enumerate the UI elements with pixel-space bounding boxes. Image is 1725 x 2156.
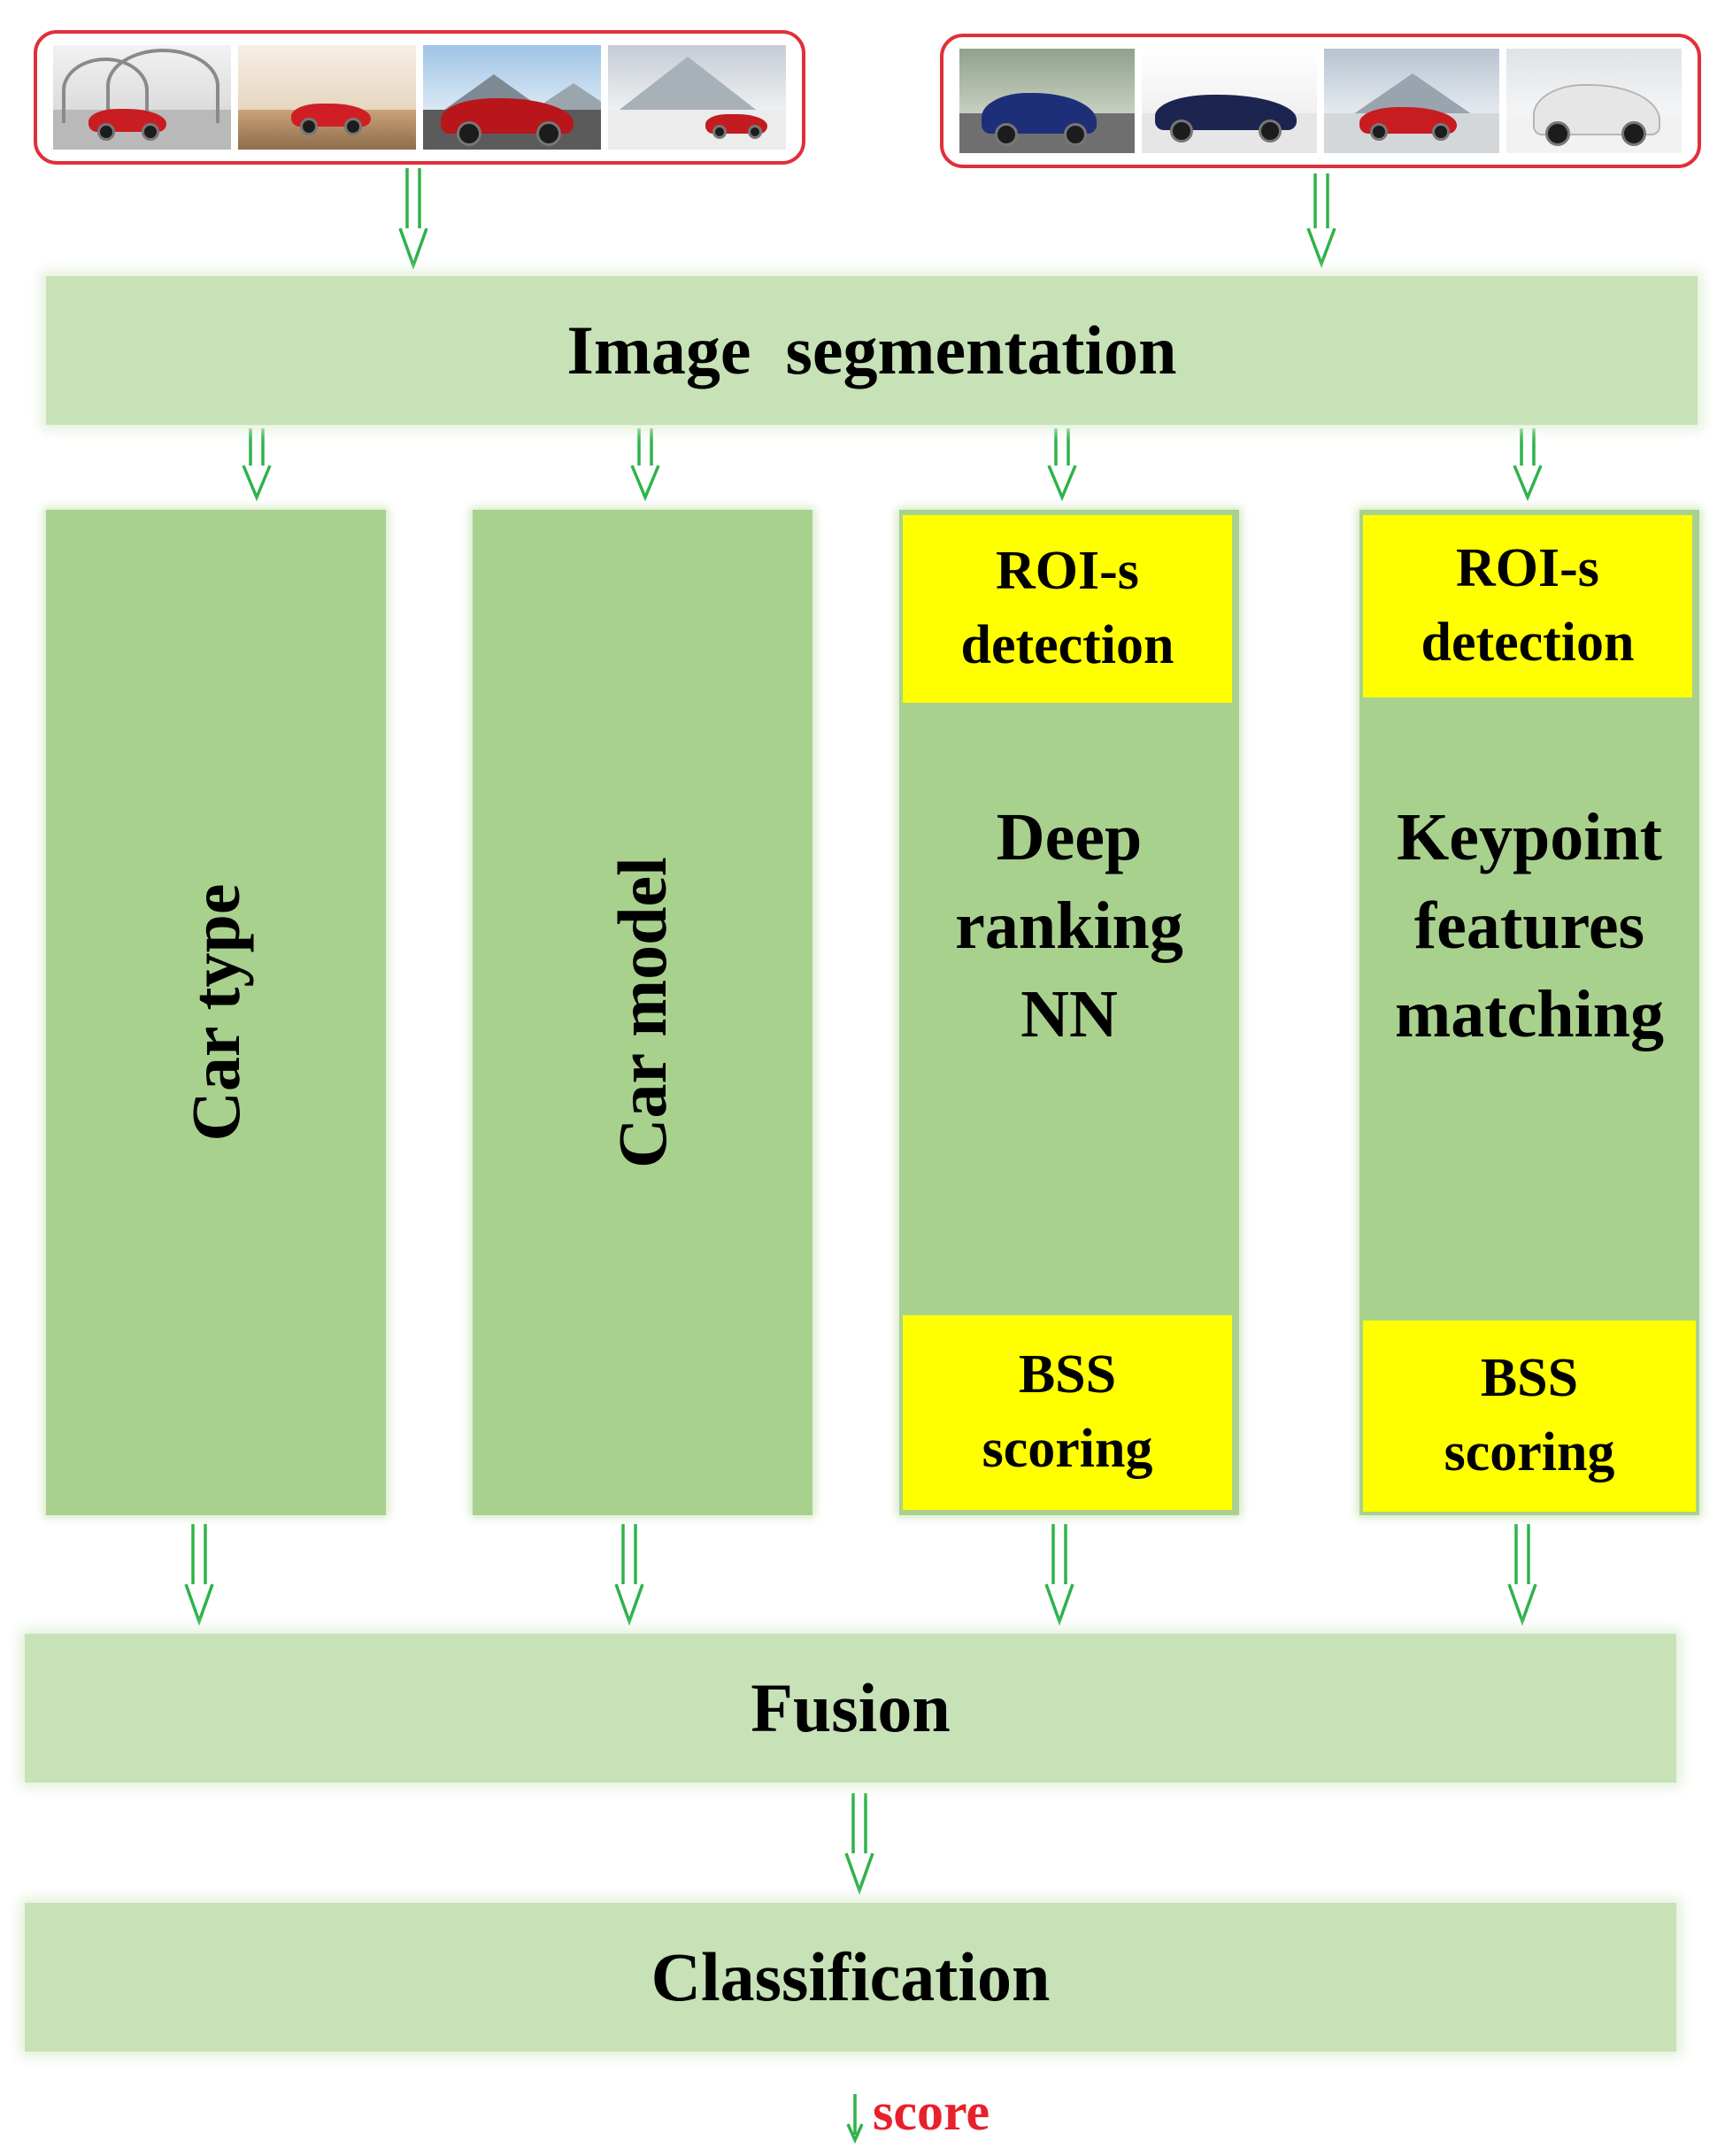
arrow-fusion-to-classification: [844, 1793, 874, 1896]
keypoint-matching-column: ROI-s detection Keypoint features matchi…: [1359, 510, 1699, 1515]
keypoint-line-2: features: [1413, 888, 1645, 963]
deep-ranking-line-1: Deep: [996, 799, 1143, 874]
keypoint-matching-block: Keypoint features matching: [1359, 775, 1699, 1076]
deep-ranking-line-3: NN: [1020, 977, 1118, 1052]
fusion-label: Fusion: [751, 1669, 951, 1746]
keypoint-line-1: Keypoint: [1397, 799, 1662, 874]
arrow-to-deep-ranking: [1047, 428, 1077, 502]
roi-detection-line-2: detection: [960, 615, 1174, 675]
bss-scoring-block: BSS scoring: [1363, 1321, 1696, 1512]
white-car-snow-image: [1506, 49, 1682, 153]
car-type-column: Car type: [46, 510, 386, 1515]
blue-car-on-road-image: [959, 49, 1135, 153]
car-on-bridge-image: [53, 45, 231, 150]
roi-detection-block: ROI-s detection: [903, 515, 1232, 703]
image-segmentation-box: Image segmentation: [46, 276, 1698, 425]
red-car-snowy-road-image: [1324, 49, 1499, 153]
roi-detection-line-2: detection: [1421, 612, 1635, 673]
deep-ranking-nn-block: Deep ranking NN: [899, 775, 1239, 1076]
classification-box: Classification: [25, 1903, 1676, 2052]
deep-ranking-line-2: ranking: [955, 888, 1183, 963]
roi-detection-block: ROI-s detection: [1363, 515, 1692, 697]
blue-car-studio-image: [1142, 49, 1317, 153]
bss-scoring-line-2: scoring: [1444, 1422, 1615, 1482]
car-in-mountains-image: [423, 45, 601, 150]
arrow-strip-left: [398, 168, 428, 271]
keypoint-line-3: matching: [1395, 977, 1664, 1052]
image-segmentation-label: Image segmentation: [566, 312, 1177, 389]
car-in-desert-image: [238, 45, 416, 150]
arrow-to-car-type: [242, 428, 272, 502]
car-model-label: Car model: [604, 857, 681, 1168]
arrow-deep-ranking-to-fusion: [1044, 1524, 1074, 1627]
deep-ranking-column: ROI-s detection Deep ranking NN BSS scor…: [899, 510, 1239, 1515]
roi-detection-line-1: ROI-s: [1456, 538, 1599, 599]
arrow-strip-right: [1306, 173, 1336, 268]
roi-detection-line-1: ROI-s: [996, 541, 1139, 602]
fusion-box: Fusion: [25, 1634, 1676, 1783]
score-output-label: score: [873, 2083, 990, 2141]
arrow-car-type-to-fusion: [184, 1524, 214, 1627]
bss-scoring-block: BSS scoring: [903, 1315, 1232, 1510]
car-type-label: Car type: [177, 883, 254, 1142]
classification-label: Classification: [651, 1938, 1051, 2015]
car-model-column: Car model: [473, 510, 812, 1515]
car-in-snow-image: [608, 45, 786, 150]
input-images-left: [34, 30, 805, 165]
arrow-to-car-model: [630, 428, 660, 502]
arrow-to-keypoint: [1513, 428, 1543, 502]
arrow-car-model-to-fusion: [614, 1524, 644, 1627]
bss-scoring-line-2: scoring: [982, 1419, 1153, 1479]
arrow-keypoint-to-fusion: [1507, 1524, 1537, 1627]
bss-scoring-line-1: BSS: [1018, 1344, 1117, 1405]
arrow-to-score: [846, 2094, 864, 2144]
bss-scoring-line-1: BSS: [1480, 1348, 1579, 1409]
input-images-right: [940, 34, 1701, 168]
